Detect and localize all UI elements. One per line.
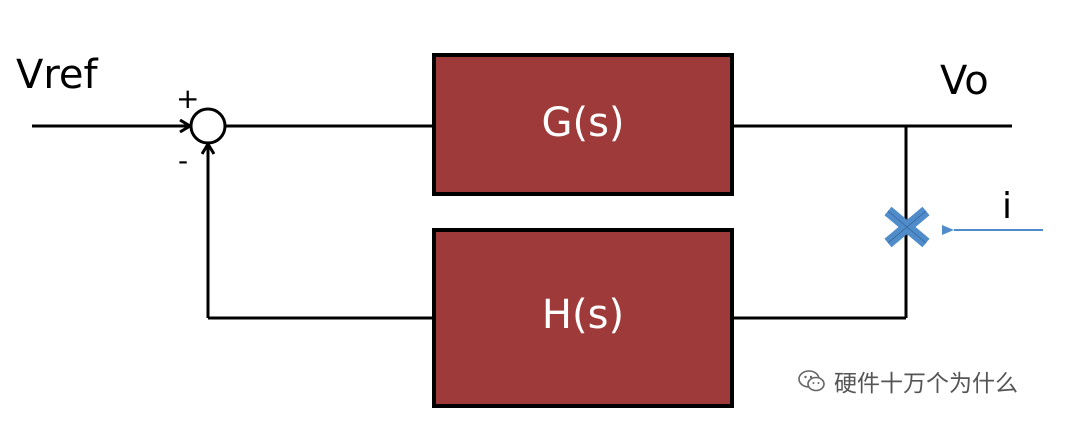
watermark-text: 硬件十万个为什么	[834, 371, 1018, 397]
forward-block-label: G(s)	[541, 100, 625, 146]
forward-block	[432, 53, 734, 196]
watermark: 硬件十万个为什么	[798, 364, 1018, 398]
feedback-block-label: H(s)	[541, 292, 625, 338]
output-label: Vo	[940, 58, 989, 104]
plus-sign: +	[176, 82, 200, 115]
input-label: Vref	[16, 52, 98, 98]
minus-sign: -	[178, 144, 189, 177]
current-label: i	[1002, 186, 1013, 227]
feedback-block	[432, 228, 734, 408]
disturbance-cross-icon	[884, 206, 930, 248]
wechat-icon	[798, 370, 825, 392]
